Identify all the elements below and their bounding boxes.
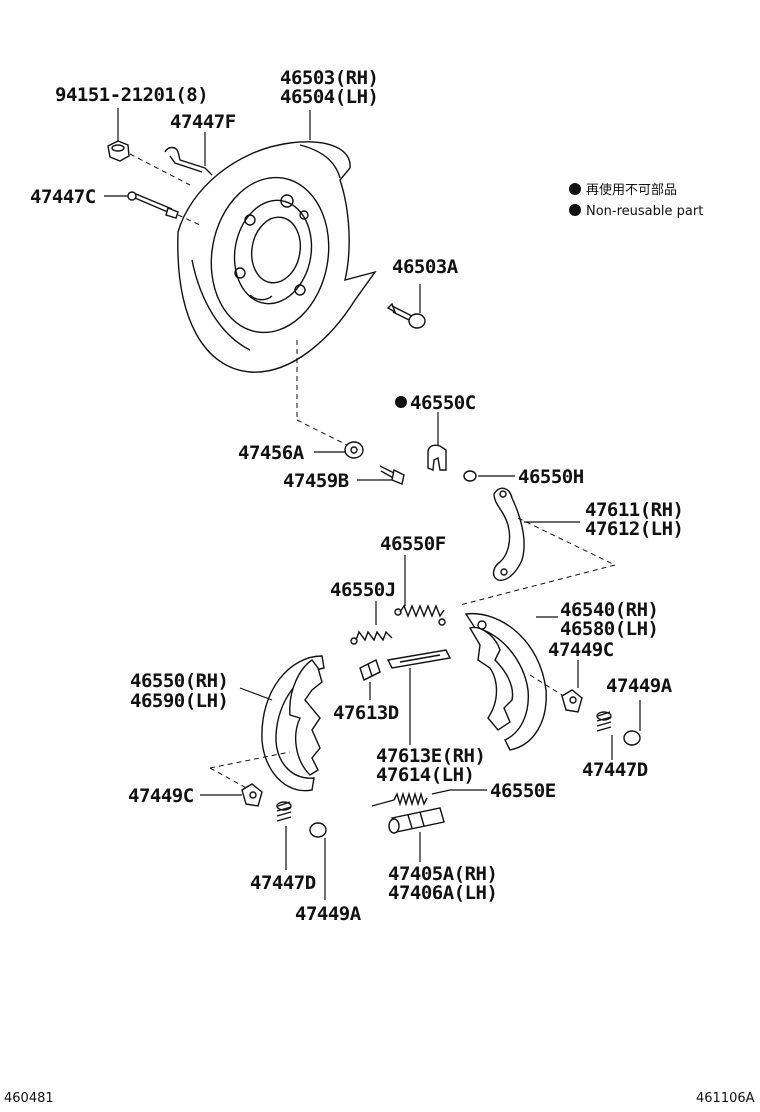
label-47405a-rh: 47405A(RH) bbox=[388, 863, 497, 885]
label-46540-rh: 46540(RH) bbox=[560, 599, 658, 621]
plate-47613e-drawing bbox=[386, 649, 452, 745]
shoe-46550-drawing bbox=[209, 655, 325, 792]
legend: 再使用不可部品 Non-reusable part bbox=[569, 182, 703, 219]
non-reusable-marker-46550c bbox=[395, 396, 407, 408]
shoe-46540-drawing bbox=[464, 613, 571, 751]
label-47406a-lh: 47406A(LH) bbox=[388, 882, 497, 904]
label-46503-rh: 46503(RH) bbox=[280, 67, 378, 89]
spring-47447d-left-drawing bbox=[276, 801, 292, 870]
label-47611-rh: 47611(RH) bbox=[585, 499, 683, 521]
label-47612-lh: 47612(LH) bbox=[585, 518, 683, 540]
label-46503a: 46503A bbox=[392, 256, 459, 278]
label-47447c: 47447C bbox=[30, 186, 96, 208]
label-46580-lh: 46580(LH) bbox=[560, 618, 658, 640]
label-46590-lh: 46590(LH) bbox=[130, 690, 228, 712]
pin-47449c-left-drawing bbox=[200, 783, 263, 807]
clip-46550c-drawing bbox=[427, 412, 447, 471]
spring-47447d-right-drawing bbox=[596, 711, 613, 760]
label-47456a: 47456A bbox=[238, 442, 305, 464]
nut-94151-drawing bbox=[107, 108, 191, 186]
label-47449c-right: 47449C bbox=[548, 639, 614, 661]
lever-47611-drawing bbox=[459, 487, 616, 606]
bolt-46503a-drawing bbox=[386, 284, 426, 329]
label-94151-21201: 94151-21201(8) bbox=[55, 84, 208, 106]
label-47447f: 47447F bbox=[170, 111, 236, 133]
legend-bullet-jp bbox=[569, 183, 581, 195]
spring-46550f-drawing bbox=[394, 555, 446, 626]
strut-47613d-drawing bbox=[359, 659, 381, 700]
label-46550e: 46550E bbox=[490, 780, 556, 802]
label-46550h: 46550H bbox=[518, 466, 584, 488]
backing-plate-drawing bbox=[177, 141, 377, 373]
clip-47447f-drawing bbox=[164, 132, 213, 176]
label-47449a-right: 47449A bbox=[606, 675, 673, 697]
legend-text-en: Non-reusable part bbox=[586, 204, 703, 219]
washer-47456a-drawing bbox=[314, 441, 364, 459]
label-47447d-right: 47447D bbox=[582, 759, 648, 781]
pin-47447c-drawing bbox=[104, 191, 201, 226]
spring-46550e-drawing bbox=[371, 789, 487, 807]
label-47613e-rh: 47613E(RH) bbox=[376, 745, 485, 767]
adjuster-47405a-drawing bbox=[388, 807, 445, 862]
spring-46550j-drawing bbox=[350, 601, 393, 645]
label-46550-rh: 46550(RH) bbox=[130, 670, 228, 692]
label-47613d: 47613D bbox=[333, 702, 399, 724]
label-47459b: 47459B bbox=[283, 470, 349, 492]
label-46550j: 46550J bbox=[330, 579, 396, 601]
label-47447d-left: 47447D bbox=[250, 872, 316, 894]
legend-text-jp: 再使用不可部品 bbox=[586, 182, 677, 198]
cap-47449a-right-drawing bbox=[623, 700, 641, 746]
label-47449a-left: 47449A bbox=[295, 903, 362, 925]
bolt-47459b-drawing bbox=[357, 465, 405, 485]
pin-47449c-right-drawing bbox=[561, 660, 583, 713]
label-46550f: 46550F bbox=[380, 533, 446, 555]
footer-ref-left: 460481 bbox=[4, 1091, 54, 1106]
legend-bullet-en bbox=[569, 204, 581, 216]
label-47449c-left: 47449C bbox=[128, 785, 194, 807]
label-46550c: 46550C bbox=[410, 392, 476, 414]
washer-46550h-drawing bbox=[463, 470, 515, 482]
label-47614-lh: 47614(LH) bbox=[376, 764, 474, 786]
footer-ref-right: 461106A bbox=[696, 1091, 755, 1106]
label-46504-lh: 46504(LH) bbox=[280, 86, 378, 108]
cap-47449a-left-drawing bbox=[309, 822, 327, 900]
